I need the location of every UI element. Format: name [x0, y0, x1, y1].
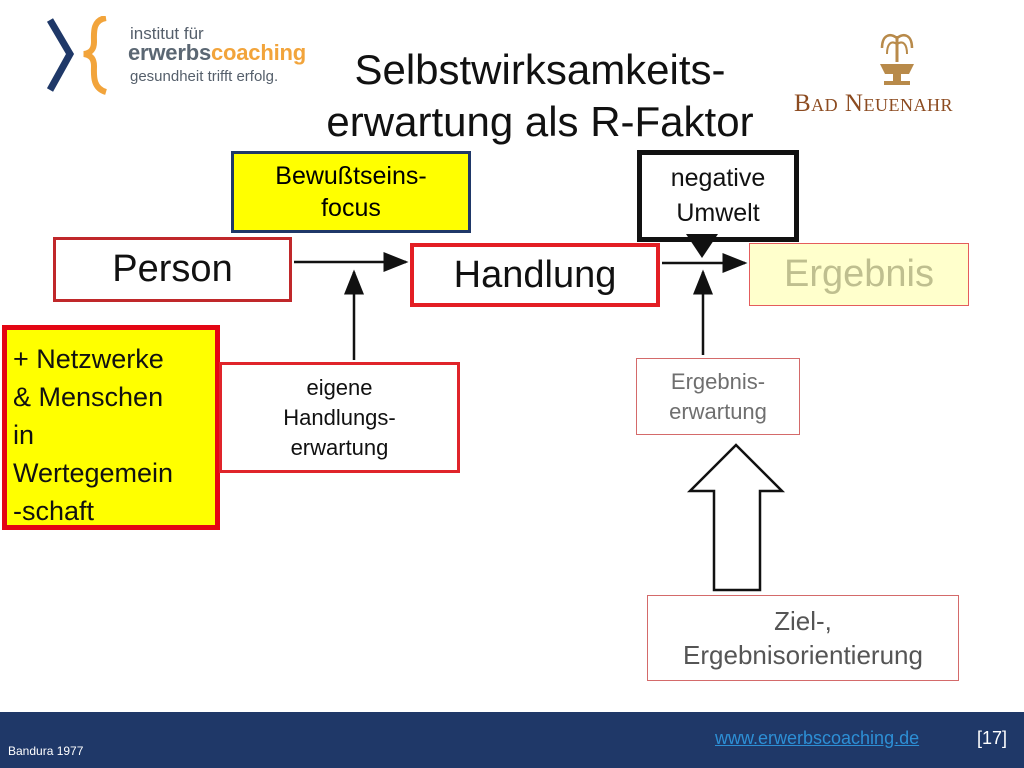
brand-name: Bad Neuenahr [794, 90, 953, 117]
logo-tagline: gesundheit trifft erfolg. [130, 68, 279, 85]
node-negative-umwelt: negative Umwelt [637, 150, 799, 242]
node-person: Person [53, 237, 292, 302]
node-handlung: Handlung [410, 243, 660, 307]
footer-credit: Bandura 1977 [8, 744, 84, 758]
footer-website-link[interactable]: www.erwerbscoaching.de [715, 728, 920, 748]
node-ergebnis-erwartung: Ergebnis- erwartung [636, 358, 800, 435]
slide-title: Selbstwirksamkeits- erwartung als R-Fakt… [326, 46, 754, 145]
connector-arrows [294, 252, 786, 592]
logo-text-institut: institut für [130, 24, 204, 43]
logo-text-erwerbs: erwerbs [128, 40, 211, 65]
footer-bar [0, 712, 1024, 768]
footer-page-number: [17] [977, 728, 1008, 748]
logo-text-coaching: coaching [210, 40, 306, 65]
node-eigene-handlungserwartung: eigene Handlungs- erwartung [219, 362, 460, 473]
node-ergebnis: Ergebnis [749, 243, 969, 306]
fountain-icon [880, 34, 914, 85]
node-bewusstseins-focus: Bewußtseins- focus [231, 151, 471, 233]
erwerbscoaching-logo-icon [46, 16, 108, 95]
callout-pointer-icon [686, 234, 718, 258]
logo-text-erwerbscoaching: erwerbscoaching [128, 40, 306, 66]
block-arrow-up [686, 443, 786, 592]
node-netzwerke: + Netzwerke & Menschen in Wertegemein -s… [2, 325, 220, 530]
node-ziel-ergebnisorientierung: Ziel-, Ergebnisorientierung [647, 595, 959, 681]
